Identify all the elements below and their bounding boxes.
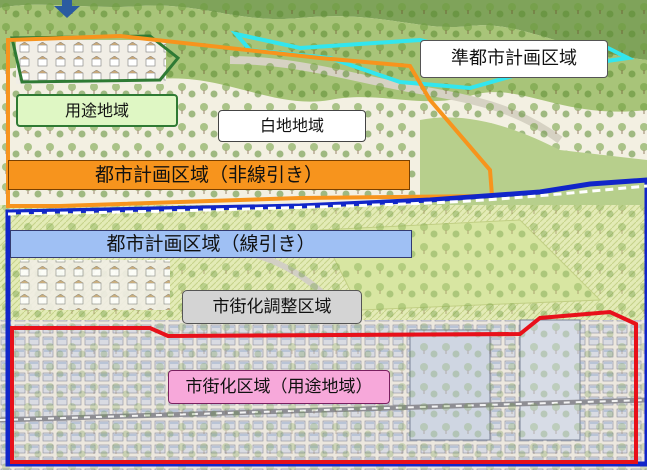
urbanization-control-area-label: 市街化調整区域 [182,290,362,324]
non-demarcated-planning-area-label: 都市計画区域（非線引き） [8,160,410,190]
use-district-label: 用途地域 [16,94,178,127]
town-cluster [16,40,166,84]
down-arrow-icon [54,0,80,18]
urbanization-promotion-area-label: 市街化区域（用途地域） [168,370,390,404]
urbanization-promotion-boundary [10,309,638,464]
quasi-city-planning-area-label: 準都市計画区域 [420,40,608,78]
unzoned-area-label: 白地地域 [218,110,366,142]
boundary-dash-divider [7,184,647,216]
demarcated-planning-area-label: 都市計画区域（線引き） [10,230,412,258]
village-houses [20,260,170,310]
non-demarcated-boundary [6,33,495,208]
